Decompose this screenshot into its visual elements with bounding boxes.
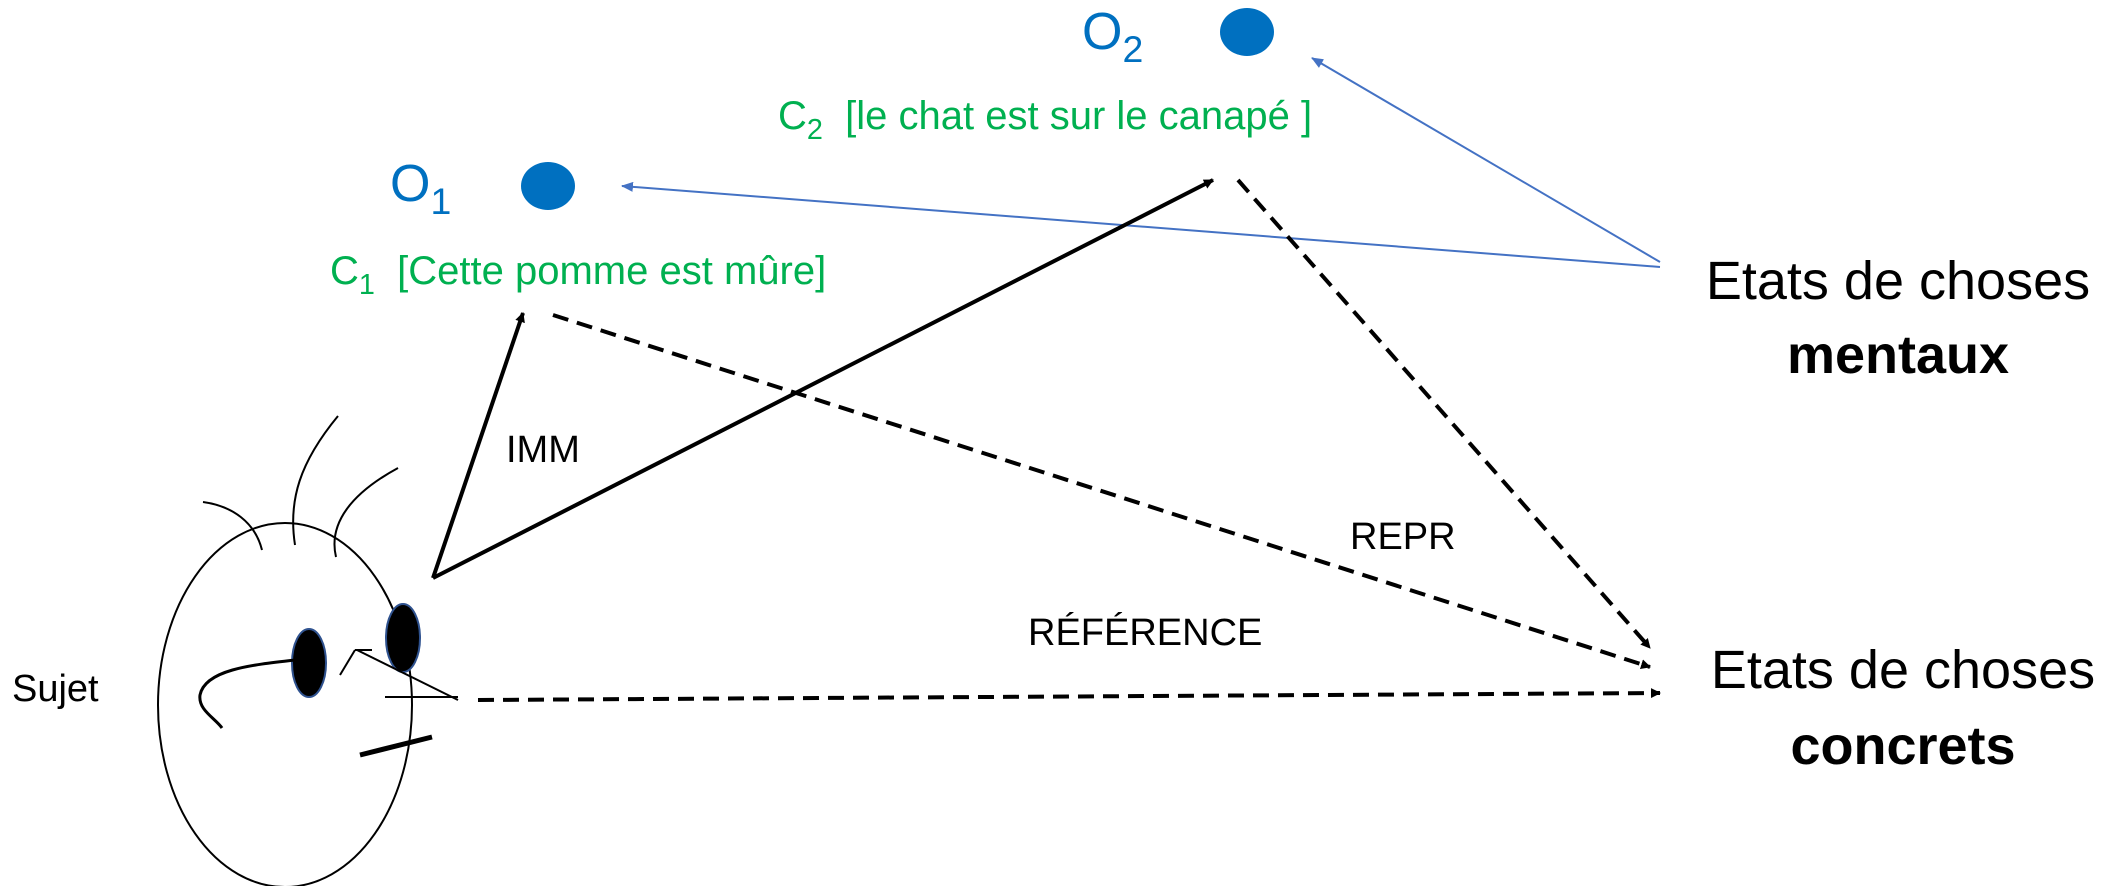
- left-eyebrow: [198, 658, 296, 729]
- mental-states-line2: mentaux: [1786, 325, 2010, 385]
- nose-line: [356, 649, 459, 701]
- repr-arrow-c2: [1236, 178, 1652, 650]
- repr-label: REPR: [1350, 516, 1456, 558]
- object-o2-dot: [1220, 8, 1274, 56]
- content-c2-letter: C: [778, 94, 807, 138]
- imm-label: IMM: [506, 429, 580, 471]
- concrete-states-line1: Etats de choses: [1710, 640, 2096, 700]
- nose-stroke: [339, 649, 356, 676]
- concrete-states-label: Etats de choses concrets: [1690, 632, 2116, 784]
- mental-to-o2-arrow: [1311, 57, 1661, 263]
- imm-arrow: [431, 312, 525, 579]
- reference-label: RÉFÉRENCE: [1028, 612, 1263, 654]
- object-o2-label: O2: [1082, 3, 1143, 68]
- object-o1-label: O1: [390, 155, 451, 220]
- object-o1-subscript: 1: [430, 180, 452, 223]
- mental-to-o1-arrow: [621, 181, 1661, 268]
- hair-strand: [333, 467, 399, 558]
- object-o2-subscript: 2: [1122, 28, 1144, 71]
- object-o2-letter: O: [1082, 3, 1123, 61]
- content-c1-label: C1 [Cette pomme est mûre]: [330, 249, 827, 299]
- subject-to-c2-arrow: [432, 178, 1214, 580]
- mouth: [359, 734, 433, 758]
- content-c2-subscript: 2: [806, 114, 823, 147]
- mental-states-label: Etats de choses mentaux: [1680, 244, 2116, 392]
- content-c1-letter: C: [330, 249, 359, 293]
- content-c2-label: C2 [le chat est sur le canapé ]: [778, 94, 1313, 144]
- repr-arrow-c1: [552, 313, 1651, 670]
- concrete-states-line2: concrets: [1790, 716, 2016, 776]
- content-c1-subscript: 1: [358, 269, 375, 302]
- hair-strand: [202, 501, 263, 551]
- head-outline: [157, 522, 413, 886]
- hair-strand: [292, 415, 339, 546]
- mental-states-line1: Etats de choses: [1705, 251, 2091, 311]
- right-eye: [385, 603, 421, 673]
- content-c2-text: [le chat est sur le canapé ]: [845, 94, 1313, 138]
- subject-face: [157, 415, 459, 886]
- object-o1-letter: O: [390, 155, 431, 213]
- subject-label: Sujet: [12, 668, 99, 710]
- object-o1-dot: [521, 162, 575, 210]
- reference-arrow: [477, 688, 1661, 702]
- content-c1-text: [Cette pomme est mûre]: [397, 249, 827, 293]
- left-eye: [291, 628, 327, 698]
